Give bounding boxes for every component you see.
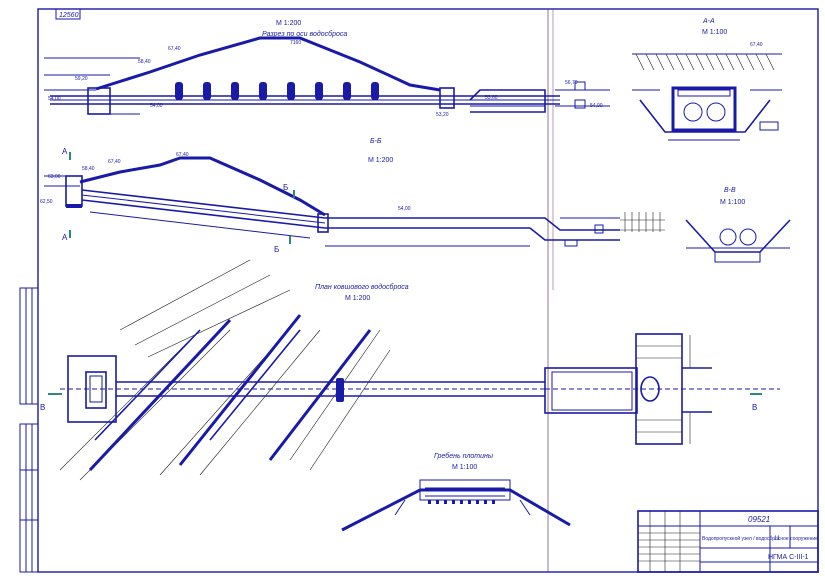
cut-mark-a-top: А	[62, 147, 68, 156]
plan-title: План ковшового водосброса	[315, 283, 409, 291]
svg-text:58,40: 58,40	[138, 59, 151, 65]
svg-text:62,50: 62,50	[40, 199, 53, 205]
cut-mark-b-top: Б	[283, 183, 288, 192]
svg-text:53,20: 53,20	[436, 112, 449, 118]
section-bb-scale: М 1:200	[368, 157, 393, 164]
cut-mark-b-bottom: Б	[274, 245, 279, 254]
svg-text:67,40: 67,40	[750, 42, 763, 48]
section-bb: Б-Б М 1:200 67,40	[40, 138, 665, 254]
plan-scale: М 1:200	[345, 295, 370, 302]
section-main: М 1:200 Разрез по оси водосброса	[44, 20, 610, 118]
section-aa: А-А М 1:100 67,40	[632, 18, 782, 141]
svg-text:67,40: 67,40	[108, 159, 121, 165]
crest-detail: Гребень плотины М 1:100	[341, 452, 571, 532]
title-description: Водопропускной узел / водосбросное соору…	[702, 535, 818, 542]
svg-text:59,20: 59,20	[75, 76, 88, 82]
section-aa-title: А-А	[702, 18, 715, 25]
svg-text:67,40: 67,40	[176, 152, 189, 158]
section-main-title: Разрез по оси водосброса	[262, 30, 347, 38]
svg-text:54,00: 54,00	[590, 103, 603, 109]
title-block: 09521 Водопропускной узел / водосбросное…	[637, 510, 819, 573]
stamp-box	[55, 8, 81, 20]
svg-text:54,00: 54,00	[48, 96, 61, 102]
plan-view: План ковшового водосброса М 1:200	[40, 259, 780, 481]
cut-mark-v-right: В	[752, 403, 757, 412]
section-vv-title: В-В	[724, 187, 736, 194]
section-aa-scale: М 1:100	[702, 29, 727, 36]
crest-scale: М 1:100	[452, 464, 477, 471]
cut-mark-v-left: В	[40, 403, 45, 412]
drawing-code: НГМА С-III-1	[768, 554, 809, 561]
doc-code: 09521	[748, 515, 770, 524]
left-binding-strip	[19, 287, 39, 573]
svg-text:54,00: 54,00	[398, 206, 411, 212]
svg-text:58,40: 58,40	[82, 166, 95, 172]
crest-title: Гребень плотины	[434, 452, 494, 460]
section-vv-scale: М 1:100	[720, 199, 745, 206]
svg-text:7160: 7160	[290, 40, 301, 46]
section-main-scale: М 1:200	[276, 20, 301, 27]
cut-mark-a-bottom: А	[62, 233, 68, 242]
section-bb-title: Б-Б	[370, 138, 382, 145]
sheet-number: 11	[774, 536, 781, 542]
stamp-text: 12560	[59, 12, 79, 19]
section-vv: В-В М 1:100	[685, 187, 791, 263]
svg-text:56,70: 56,70	[565, 80, 578, 86]
svg-text:53,60: 53,60	[485, 95, 498, 101]
svg-text:63,00: 63,00	[48, 174, 61, 180]
svg-text:67,40: 67,40	[168, 46, 181, 52]
svg-text:54,00: 54,00	[150, 103, 163, 109]
